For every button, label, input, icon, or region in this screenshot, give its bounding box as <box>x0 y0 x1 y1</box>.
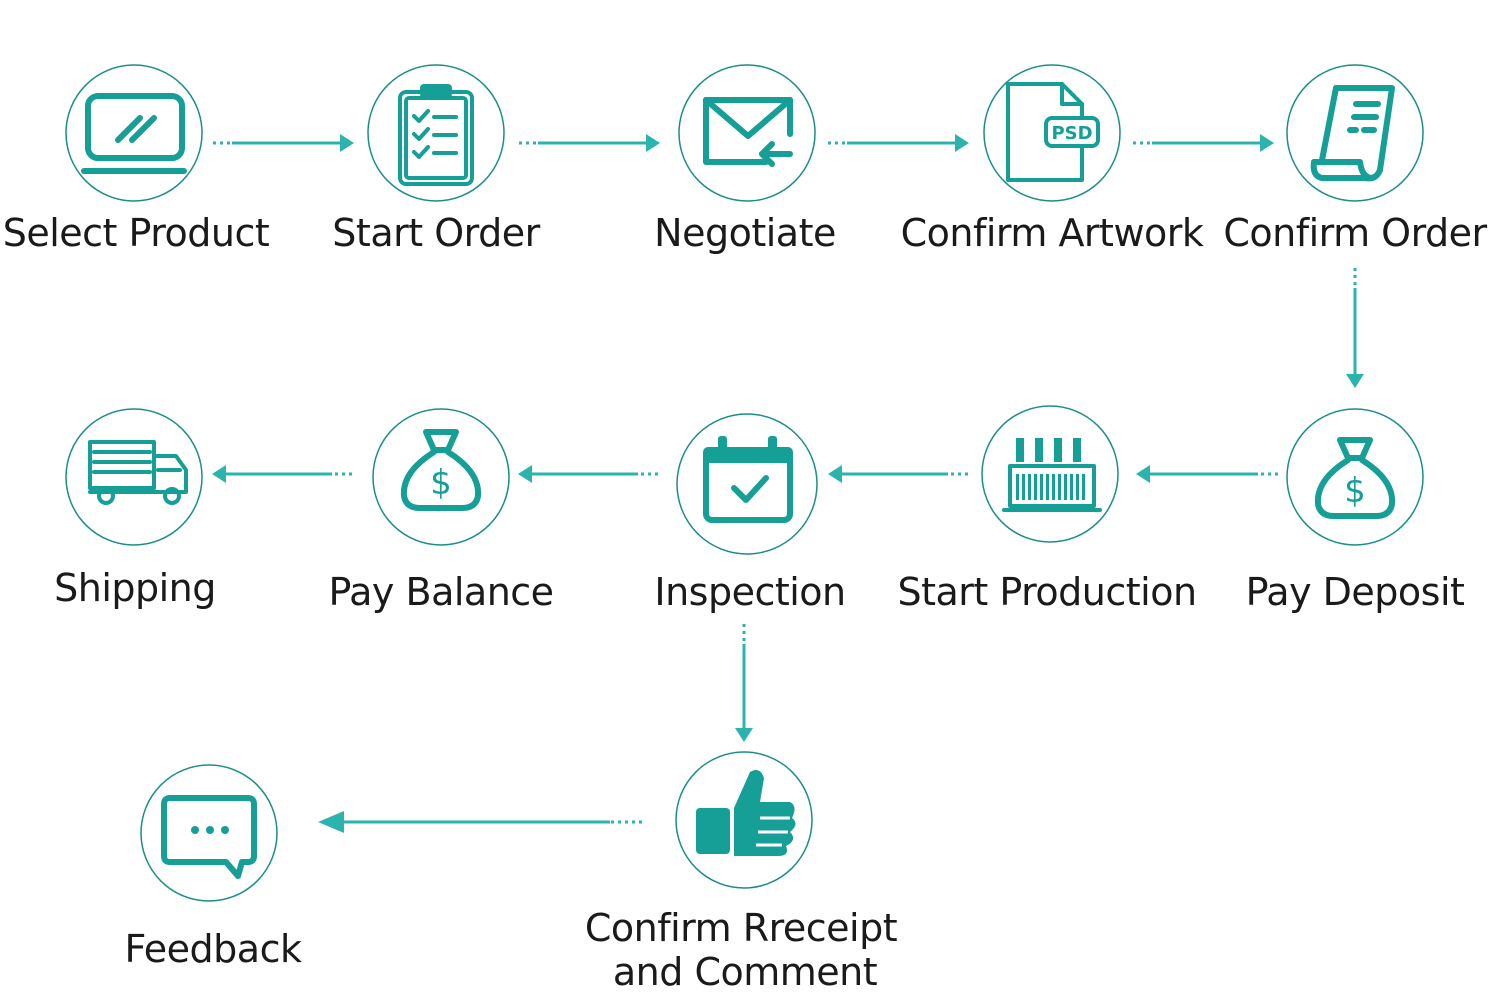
arrow-select-product-to-start-order <box>213 134 354 152</box>
step-label-confirm-receipt-line1: Confirm Rreceipt <box>584 906 898 950</box>
envelope-incoming-icon <box>703 97 793 167</box>
step-label-negotiate: Negotiate <box>654 211 836 255</box>
step-circle-inspection <box>676 413 818 555</box>
calendar-check-icon <box>703 436 793 523</box>
clipboard-checklist-icon <box>398 84 474 186</box>
arrow-confirm-artwork-to-confirm-order <box>1133 134 1274 152</box>
step-label-start-order: Start Order <box>332 211 540 255</box>
arrow-confirm-receipt-to-feedback <box>318 811 642 833</box>
step-label-feedback: Feedback <box>124 927 302 971</box>
chat-bubble-icon <box>161 795 257 879</box>
step-label-pay-balance: Pay Balance <box>328 570 554 614</box>
step-circle-shipping <box>65 408 203 546</box>
psd-file-icon: PSD <box>1006 82 1100 182</box>
delivery-truck-icon <box>88 440 188 505</box>
step-label-pay-deposit: Pay Deposit <box>1245 570 1465 614</box>
money-bag-icon: $ <box>1314 437 1396 519</box>
step-label-confirm-artwork: Confirm Artwork <box>900 211 1204 255</box>
receipt-scroll-icon <box>1310 85 1395 182</box>
arrow-pay-deposit-to-start-production <box>1136 465 1278 483</box>
arrow-negotiate-to-confirm-artwork <box>828 134 969 152</box>
step-label-shipping: Shipping <box>54 566 216 610</box>
arrow-inspection-to-confirm-receipt <box>735 624 753 742</box>
step-label-inspection: Inspection <box>654 570 846 614</box>
money-bag-icon: $ <box>400 429 482 511</box>
arrow-confirm-order-to-pay-deposit <box>1346 268 1364 388</box>
thumbs-up-icon <box>696 770 796 856</box>
arrow-inspection-to-pay-balance <box>518 465 658 483</box>
step-circle-start-production <box>981 405 1119 543</box>
laptop-icon <box>81 93 187 174</box>
step-label-confirm-order: Confirm Order <box>1223 211 1487 255</box>
dollar-sign-glyph: $ <box>430 463 452 503</box>
step-label-confirm-receipt-line2: and Comment <box>612 950 878 994</box>
arrow-start-order-to-negotiate <box>519 134 660 152</box>
dollar-sign-glyph: $ <box>1344 471 1366 511</box>
psd-icon-text: PSD <box>1051 123 1092 144</box>
step-label-select-product: Select Product <box>2 211 270 255</box>
step-label-start-production: Start Production <box>897 570 1197 614</box>
arrow-start-production-to-inspection <box>828 465 968 483</box>
factory-icon <box>1002 438 1102 512</box>
step-circle-pay-balance <box>372 408 510 546</box>
arrow-pay-balance-to-shipping <box>212 465 352 483</box>
